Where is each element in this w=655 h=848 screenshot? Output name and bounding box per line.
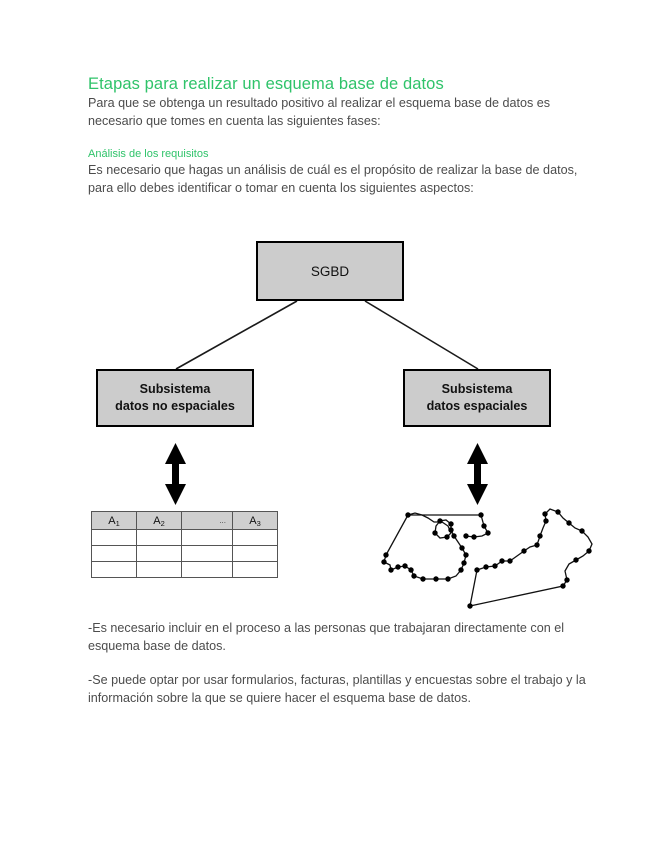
subsystem-non-spatial-line1: Subsistema [139,382,211,396]
left-double-arrow-icon [165,443,186,505]
subsystem-non-spatial-line2: datos no espaciales [115,399,235,413]
subsystem-spatial-line1: Subsistema [441,382,513,396]
sgbd-box-label: SGBD [310,263,350,279]
subsystem-spatial-box: Subsistema datos espaciales [403,369,551,427]
table-cell [232,545,278,562]
table-cell [232,529,278,546]
table-cell [232,561,278,578]
table-header-row: A1 A2 ... A3 [91,511,278,530]
table-row [91,529,278,546]
subsystem-non-spatial-box: Subsistema datos no espaciales [96,369,254,427]
table-cell [181,561,233,578]
table-row [91,545,278,562]
table-cell [91,545,137,562]
section-subheading: Análisis de los requisitos [88,148,209,160]
table-row [91,561,278,578]
connector-sgbd-to-right [364,300,479,370]
footer-notes: -Es necesario incluir en el proceso a la… [88,620,588,707]
table-body [91,529,278,578]
table-cell [91,561,137,578]
intro-paragraph: Para que se obtenga un resultado positiv… [88,96,551,128]
paragraph-spacer [88,130,578,147]
table-cell [136,561,182,578]
sgbd-box: SGBD [256,241,404,301]
footer-spacer [88,655,588,672]
table-header-a3: A3 [232,511,278,530]
table-header-ellipsis: ... [181,511,233,530]
second-paragraph: Es necesario que hagas un análisis de cu… [88,163,578,195]
document-body: Etapas para realizar un esquema base de … [88,74,578,197]
subsystem-spatial-line2: datos espaciales [426,399,528,413]
table-cell [136,545,182,562]
connector-sgbd-to-left [175,300,298,370]
table-header-a1: A1 [91,511,137,530]
attribute-table: A1 A2 ... A3 [91,511,278,578]
table-header-a2: A2 [136,511,182,530]
table-cell [181,529,233,546]
table-cell [136,529,182,546]
page-title: Etapas para realizar un esquema base de … [88,75,444,93]
right-double-arrow-icon [467,443,488,505]
footer-paragraph-2: -Se puede optar por usar formularios, fa… [88,673,586,705]
vector-polygon-map [381,508,593,609]
table-cell [91,529,137,546]
table-cell [181,545,233,562]
footer-paragraph-1: -Es necesario incluir en el proceso a la… [88,621,565,653]
